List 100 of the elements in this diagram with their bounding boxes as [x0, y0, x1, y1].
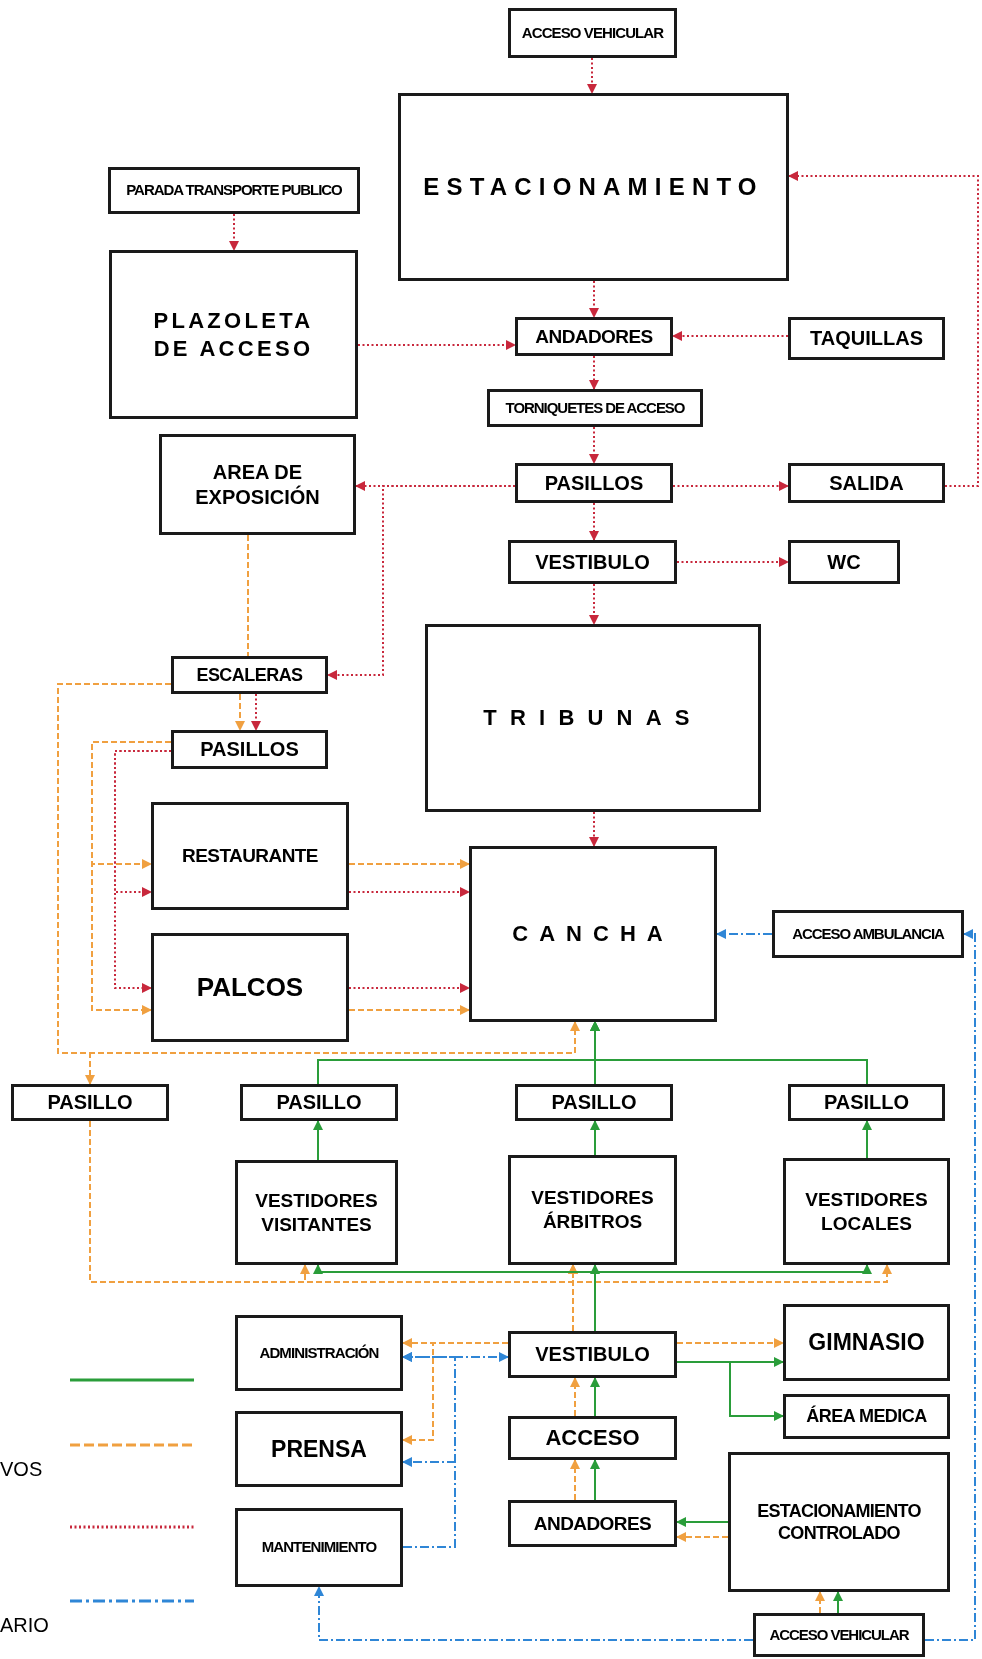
connector-arrow [590, 1120, 600, 1156]
process-box [235, 1508, 403, 1587]
connector-arrow [348, 887, 470, 897]
box-label: AREA DE EXPOSICIÓN [194, 459, 321, 510]
process-box [788, 540, 900, 584]
box-label: PASILLO [823, 1090, 910, 1115]
box-label: RESTAURANTE [182, 844, 318, 868]
box-label: ÁREA MEDICA [806, 1405, 927, 1428]
connector-arrow [402, 1352, 456, 1548]
process-box [508, 1416, 677, 1460]
process-box [515, 317, 673, 356]
connector-arrow [357, 340, 516, 350]
connector-arrow [570, 1377, 580, 1417]
box-label: PRENSA [271, 1434, 367, 1464]
process-box [508, 1331, 677, 1378]
connector-arrow [815, 1591, 825, 1614]
connector-arrow [251, 693, 261, 731]
process-box [398, 93, 789, 281]
connector-arrow [587, 57, 597, 94]
box-label: VESTIBULO [535, 549, 650, 575]
connector-arrow [676, 1361, 784, 1421]
connector-arrow [924, 929, 976, 1641]
legend-label: ARIO [0, 1615, 49, 1635]
box-label: PASILLOS [544, 470, 644, 496]
connector-arrow [402, 1342, 509, 1445]
process-box [151, 933, 349, 1042]
connector-arrow [589, 502, 599, 541]
box-label: ESTACIONAMIENTO CONTROLADO [756, 1499, 922, 1545]
box-label: GIMNASIO [808, 1328, 925, 1357]
process-box [508, 540, 677, 584]
connector-arrow [672, 331, 789, 341]
process-box [425, 624, 761, 812]
connector-arrow [229, 213, 239, 251]
connector-arrow [235, 693, 245, 731]
connector-arrow [314, 1586, 754, 1641]
connector-arrow [788, 171, 979, 487]
process-box [788, 1084, 945, 1121]
box-label: ANDADORES [533, 1511, 652, 1536]
process-box [108, 167, 360, 214]
connector-arrow [676, 557, 789, 567]
box-label: PASILLO [551, 1090, 637, 1115]
connector-arrow [570, 1459, 580, 1501]
box-label: VESTIDORES VISITANTES [254, 1188, 379, 1237]
box-label: ACCESO [545, 1424, 640, 1452]
process-box [235, 1411, 403, 1487]
box-label: TRIBUNAS [483, 704, 703, 732]
process-box [109, 250, 358, 419]
process-box [508, 1500, 677, 1547]
connector-arrow [348, 859, 470, 869]
connector-arrow [348, 1005, 470, 1015]
process-box [728, 1452, 950, 1592]
box-label: TORNIQUETES DE ACCESO [505, 398, 685, 418]
connector-arrow [833, 1591, 843, 1614]
connector-arrow [589, 426, 599, 464]
box-label: PASILLO [276, 1090, 362, 1115]
connector-arrow [590, 1377, 600, 1417]
process-box [508, 8, 677, 58]
box-label: WC [827, 549, 861, 575]
connector-line [247, 534, 249, 657]
connector-arrow [589, 280, 599, 318]
box-label: ACCESO VEHICULAR [769, 1625, 909, 1645]
process-box [508, 1155, 677, 1265]
connector-arrow [590, 1459, 600, 1501]
connector-arrow [589, 811, 599, 847]
process-box [151, 802, 349, 910]
box-label: PASILLOS [200, 737, 299, 762]
process-box [515, 1084, 673, 1121]
connector-arrow [568, 1264, 578, 1332]
connector-arrow [313, 1120, 323, 1161]
process-box [753, 1613, 925, 1657]
box-label: MANTENIMIENTO [261, 1538, 377, 1557]
box-label: PLAZOLETA DE ACCESO [152, 307, 315, 362]
connector-arrow [590, 1021, 868, 1085]
box-label: ANDADORES [535, 324, 653, 349]
box-label: PALCOS [196, 971, 304, 1004]
box-label: VESTIDORES LOCALES [804, 1187, 929, 1236]
process-box [788, 317, 945, 360]
connector-arrow [589, 583, 599, 625]
box-label: VESTIBULO [535, 1342, 650, 1367]
connector-arrow [676, 1532, 729, 1542]
process-box [487, 389, 703, 427]
box-label: VESTIDORES ÁRBITROS [530, 1186, 655, 1234]
connector-arrow [716, 929, 773, 939]
box-label: TAQUILLAS [810, 326, 923, 351]
box-label: PASILLO [47, 1090, 133, 1115]
process-box [235, 1160, 398, 1265]
process-box [783, 1394, 950, 1439]
connector-arrow [676, 1338, 784, 1348]
process-box [171, 656, 328, 694]
legend-label: VOS [0, 1459, 43, 1479]
process-box [783, 1304, 950, 1381]
process-box [772, 910, 964, 958]
process-box [159, 434, 356, 535]
connector-arrow [589, 355, 599, 390]
process-box [235, 1315, 403, 1391]
box-label: PARADA TRANSPORTE PUBLICO [126, 181, 342, 200]
process-box [469, 846, 717, 1022]
process-box [783, 1158, 950, 1265]
connector-arrow [676, 1517, 729, 1527]
connector-arrow [348, 983, 470, 993]
